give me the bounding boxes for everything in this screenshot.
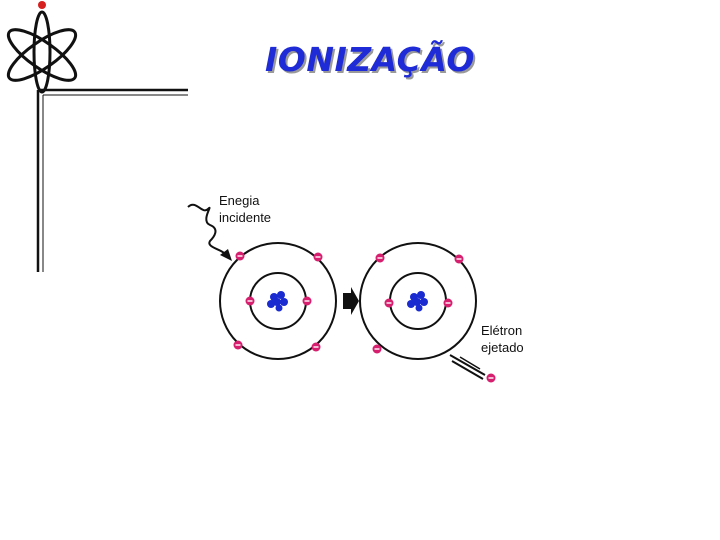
ionized-atom: [359, 242, 477, 360]
incident-energy-label-line1: Enegia: [219, 193, 260, 208]
incident-energy-arrowhead: [220, 249, 232, 261]
transition-arrow: [343, 287, 359, 315]
nucleus: [267, 291, 288, 312]
slide-title: IONIZAÇÃO: [265, 40, 475, 79]
neutral-atom: [219, 242, 337, 360]
ejected-electron-label-line1: Elétron: [481, 323, 523, 338]
atom-logo-decoration: [6, 1, 188, 272]
ejected-electron-label: Elétron ejetado: [481, 322, 524, 356]
incident-energy-label: Enegia incidente: [219, 192, 271, 226]
nucleus: [407, 291, 428, 312]
ejected-electron-label-line2: ejetado: [481, 340, 524, 355]
atom-top-dot: [38, 1, 46, 9]
incident-energy-wave: [187, 203, 225, 254]
electron: [372, 253, 464, 354]
ejected-electron: [449, 354, 496, 383]
incident-energy-label-line2: incidente: [219, 210, 272, 225]
ionization-diagram: [187, 203, 496, 383]
atom-icon: [6, 10, 78, 94]
electron: [233, 251, 323, 352]
